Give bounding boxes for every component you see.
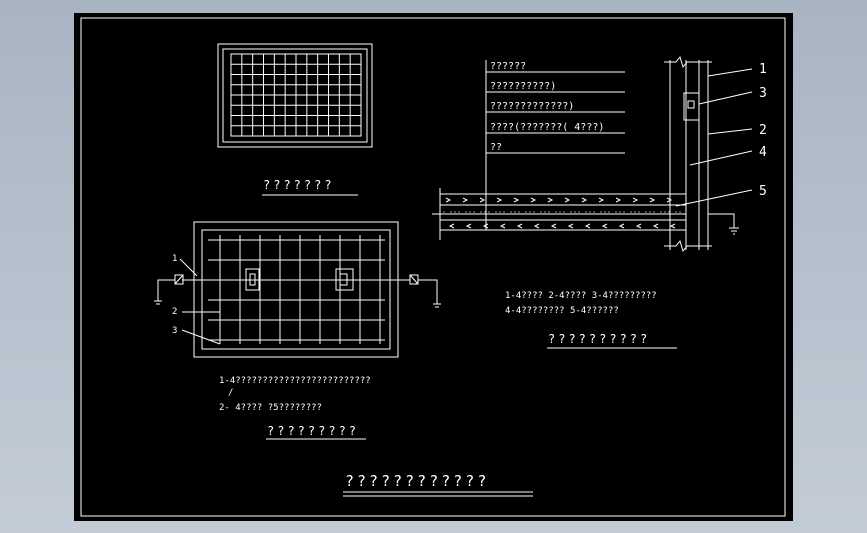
section-note-2: 4-4???????? 5-4?????? xyxy=(505,306,619,316)
grounding-plan xyxy=(154,221,441,358)
section-caption: ?????????? xyxy=(548,332,650,346)
plan-note-2: / xyxy=(228,388,233,398)
top-grid-plan xyxy=(217,43,373,148)
plan-caption: ????????? xyxy=(267,424,359,438)
wall-terminal xyxy=(683,92,700,121)
section-row-1: ?????? xyxy=(490,61,526,72)
callout-5: 5 xyxy=(759,184,767,199)
callout-3: 3 xyxy=(759,86,767,101)
plan-label-1: 1 xyxy=(172,254,177,264)
section-note-1: 1-4???? 2-4???? 3-4????????? xyxy=(505,291,657,301)
callout-4: 4 xyxy=(759,145,767,160)
plan-note-1: 1-4????????????????????????? xyxy=(219,376,371,386)
plan-note-3: 2- 4???? ?5???????? xyxy=(219,403,322,413)
section-detail xyxy=(432,55,753,253)
top-caption: ??????? xyxy=(263,178,335,192)
plan-label-3: 3 xyxy=(172,326,177,336)
drawing-frame xyxy=(80,17,786,517)
drawing-sheet xyxy=(74,13,793,521)
section-row-5: ?? xyxy=(490,142,502,153)
section-row-3: ?????????????) xyxy=(490,101,574,112)
section-row-2: ??????????) xyxy=(490,81,556,92)
callout-2: 2 xyxy=(759,123,767,138)
plan-label-2: 2 xyxy=(172,307,177,317)
section-row-4: ????(???????( 4???) xyxy=(490,122,604,133)
main-title: ???????????? xyxy=(345,472,489,490)
callout-1: 1 xyxy=(759,62,767,77)
